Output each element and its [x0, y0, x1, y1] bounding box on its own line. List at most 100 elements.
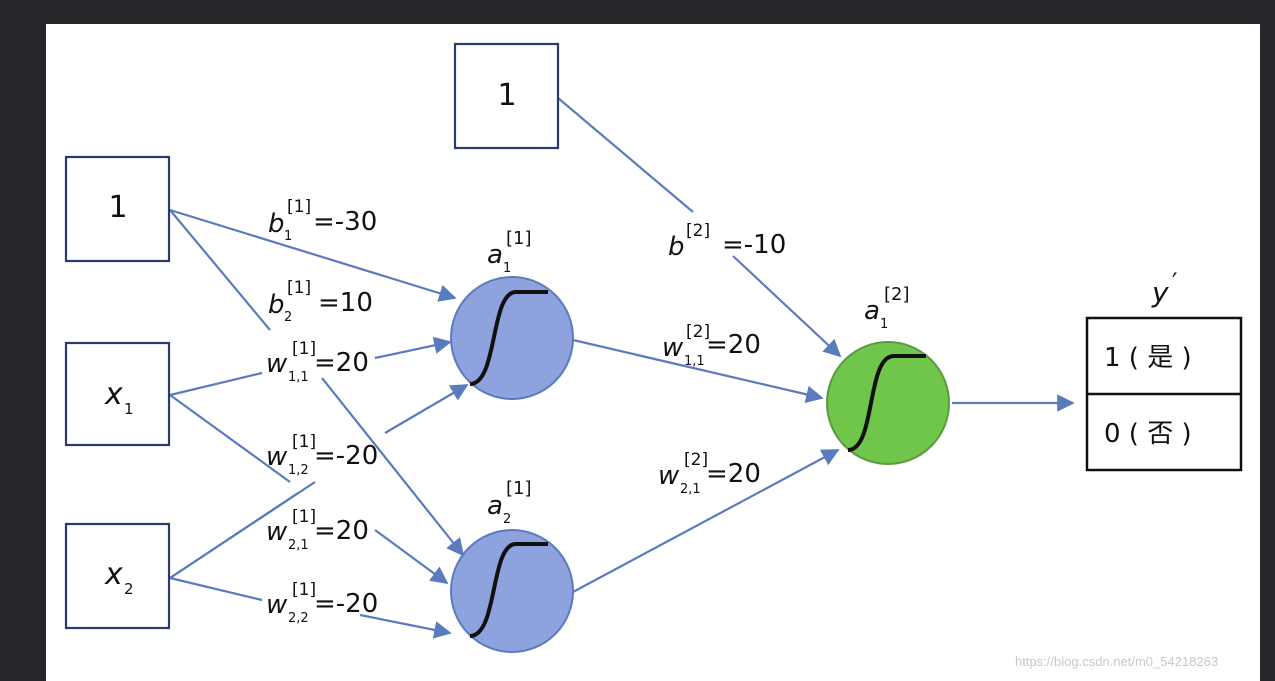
bias-top-label: 1	[497, 78, 516, 113]
edge-w22-a	[169, 576, 263, 602]
edge-b2	[321, 377, 465, 557]
w-base: b	[268, 290, 285, 320]
label-base: a	[487, 491, 503, 521]
label-base: a	[864, 296, 880, 326]
w-value: =20	[314, 516, 369, 546]
w-sub: 2,2	[288, 611, 309, 626]
edge-w2-11	[572, 338, 824, 403]
weight-w2-21: w 2,1 [2] =20	[658, 450, 761, 497]
w-base: w	[266, 590, 288, 620]
edge-bout-b	[732, 255, 842, 358]
w-value: =-20	[314, 441, 378, 471]
bias-left-label: 1	[108, 190, 127, 225]
sigmoid-icon	[847, 354, 926, 452]
label-a1-2: a 1 [2]	[864, 284, 910, 332]
diagram-canvas	[46, 24, 1260, 681]
w-base: w	[266, 442, 288, 472]
edge-w12-c	[169, 492, 299, 579]
x2-label: x	[104, 557, 123, 592]
label-a2-1: a 2 [1]	[487, 478, 532, 527]
edge-w11-a	[169, 371, 263, 397]
weight-w12: w 1,2 [1] =-20	[266, 432, 378, 478]
edge-w11-b	[374, 336, 452, 360]
w-value: =20	[314, 348, 369, 378]
neuron-circle	[826, 341, 950, 465]
neuron-a1-layer1	[450, 276, 574, 400]
edge-w2-21	[572, 449, 840, 593]
w-value: =20	[706, 459, 761, 489]
w-value: =10	[318, 288, 373, 318]
label-sub: 1	[503, 261, 511, 276]
w-sub: 1,1	[288, 370, 309, 385]
sigmoid-icon	[469, 542, 548, 638]
watermark: https://blog.csdn.net/m0_54218263	[1015, 654, 1219, 669]
x2-subscript: 2	[124, 580, 134, 598]
w-sup: [1]	[287, 278, 311, 298]
weight-w22: w 2,2 [1] =-20	[266, 580, 378, 626]
neuron-circle	[450, 529, 574, 653]
w-base: b	[268, 209, 285, 239]
output-label: y ′	[1151, 268, 1177, 309]
w-sup: [1]	[292, 339, 316, 359]
label-base: a	[487, 240, 503, 270]
label-sub: 1	[880, 317, 888, 332]
label-sup: [2]	[884, 284, 910, 305]
bias-node-top	[453, 42, 560, 150]
output-y: y	[1151, 276, 1169, 309]
w-sup: [1]	[292, 580, 316, 600]
edge-w12-a	[169, 394, 291, 483]
label-a1-1: a 1 [1]	[487, 228, 532, 276]
weight-w21: w 2,1 [1] =20	[266, 507, 369, 553]
input-node-x2	[64, 522, 171, 630]
w-sup: [2]	[686, 322, 710, 342]
w-sub: 1,2	[288, 463, 309, 478]
w-sup: [2]	[684, 450, 708, 470]
x1-label: x	[104, 377, 123, 412]
output-prime: ′	[1172, 268, 1177, 296]
w-sub: 2,1	[288, 538, 309, 553]
w-sub: 2,1	[680, 482, 701, 497]
w-sub: 1,1	[684, 354, 705, 369]
connections	[169, 97, 1075, 639]
weight-w2-11: w 1,1 [2] =20	[662, 322, 761, 369]
w-sub: 1	[284, 229, 292, 244]
w-sup: [2]	[686, 221, 710, 241]
input-node-x1	[64, 341, 171, 447]
edge-b2-part	[169, 209, 271, 331]
neuron-circle	[450, 276, 574, 400]
label-sub: 2	[503, 512, 511, 527]
neuron-a2-layer1	[450, 529, 574, 653]
weight-b-out: b [2] =-10	[668, 221, 786, 262]
w-value: =-30	[313, 207, 377, 237]
output-no: 0 ( 否 )	[1104, 419, 1192, 449]
w-sub: 2	[284, 310, 292, 325]
output-table: 1 ( 是 ) 0 ( 否 )	[1085, 316, 1243, 472]
w-value: =20	[706, 330, 761, 360]
w-base: b	[668, 232, 685, 262]
w-base: w	[658, 461, 680, 491]
label-sup: [1]	[506, 478, 532, 499]
w-base: w	[266, 349, 288, 379]
w-sup: [1]	[292, 507, 316, 527]
edge-bout-a	[557, 97, 694, 213]
sigmoid-icon	[469, 290, 548, 386]
edge-w22-b	[359, 613, 452, 639]
w-base: w	[266, 517, 288, 547]
output-yes: 1 ( 是 )	[1104, 343, 1192, 373]
weight-b2: b 2 [1] =10	[268, 278, 373, 325]
edge-b1	[169, 208, 457, 302]
window-top-bar	[0, 0, 1275, 24]
x1-subscript: 1	[124, 400, 134, 418]
edge-w21-b	[384, 384, 469, 434]
weight-w11: w 1,1 [1] =20	[266, 339, 369, 385]
w-sup: [1]	[287, 197, 311, 217]
bias-node-left	[64, 155, 171, 263]
edge-w12-b	[374, 529, 449, 585]
w-sup: [1]	[292, 432, 316, 452]
w-base: w	[662, 333, 684, 363]
neuron-a1-layer2	[826, 341, 950, 465]
weight-b1: b 1 [1] =-30	[268, 197, 377, 244]
label-sup: [1]	[506, 228, 532, 249]
w-value: =-10	[722, 230, 786, 260]
